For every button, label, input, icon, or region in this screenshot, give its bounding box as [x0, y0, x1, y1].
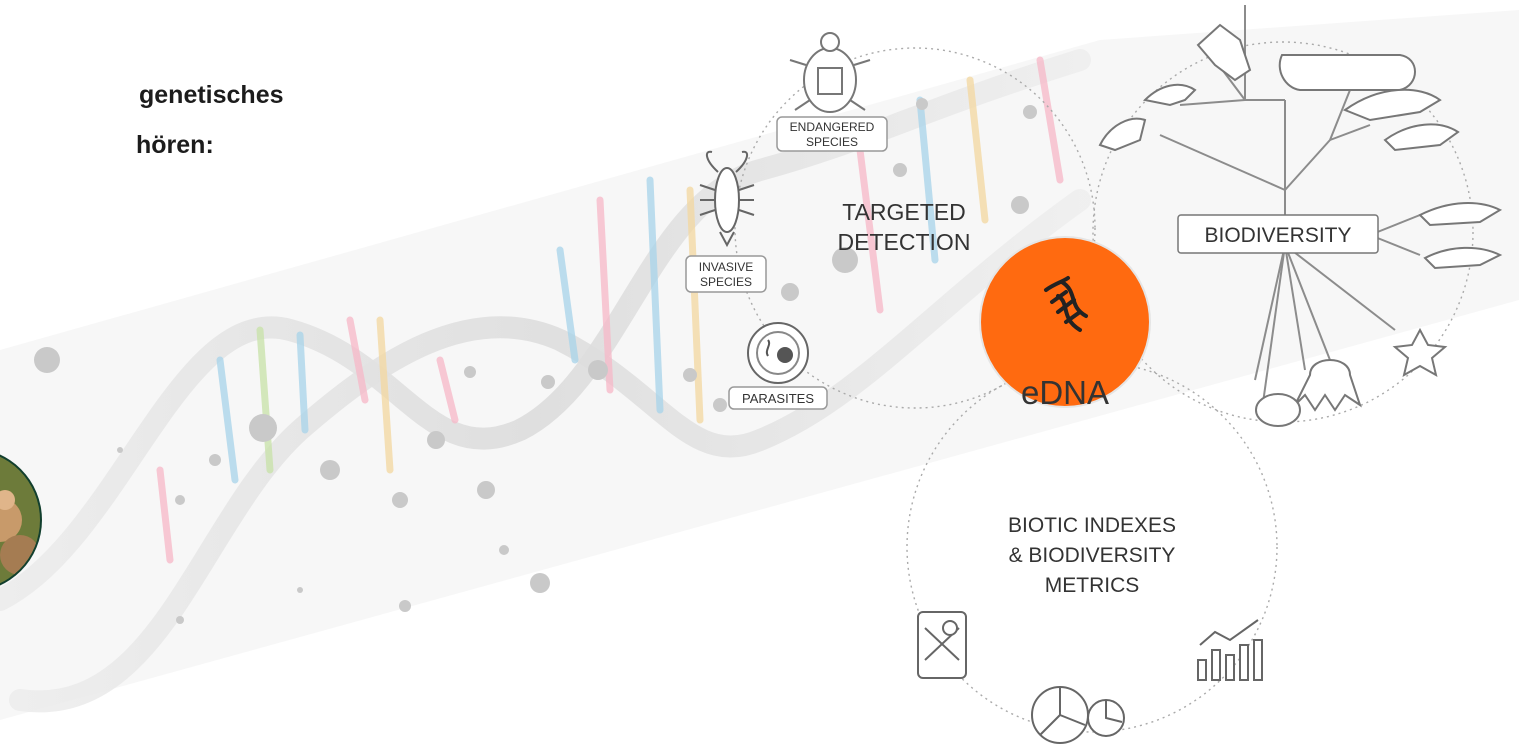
dna-helix-icon — [1044, 276, 1088, 332]
targeted-detection-cluster: TARGETED DETECTION ENDANGERED SPECIES — [685, 32, 971, 410]
photo-circle — [0, 450, 42, 590]
targeted-circle — [734, 47, 1096, 409]
lobster-icon — [699, 150, 755, 248]
invasive-badge: INVASIVE SPECIES — [685, 255, 767, 293]
endangered-badge: ENDANGERED SPECIES — [776, 116, 888, 152]
biotic-label-line-2: & BIODIVERSITY — [1009, 544, 1176, 567]
parasites-label: PARASITES — [742, 391, 814, 406]
endangered-line-1: ENDANGERED — [790, 120, 875, 134]
biodiversity-cluster: BIODIVERSITY — [1098, 23, 1503, 427]
bird-icon-2 — [1098, 117, 1147, 152]
crab-icon — [1255, 393, 1301, 427]
targeted-label-line-1: TARGETED — [842, 199, 966, 225]
pie-chart-icon — [1031, 686, 1125, 744]
biodiversity-label: BIODIVERSITY — [1204, 224, 1351, 247]
whale-icon — [1278, 54, 1416, 91]
biotic-indexes-cluster: BIOTIC INDEXES & BIODIVERSITY METRICS — [917, 514, 1263, 744]
starfish-icon — [1392, 327, 1448, 377]
bird-icon-1 — [1142, 83, 1197, 107]
biotic-label-line-3: METRICS — [1045, 574, 1140, 597]
turtle-icon — [789, 32, 871, 113]
parasites-badge: PARASITES — [728, 386, 828, 410]
edna-center: eDNA — [979, 236, 1151, 411]
parasite-icon — [747, 322, 809, 384]
dolphin-icon — [1342, 88, 1442, 122]
orca-icon — [1383, 123, 1460, 152]
biodiversity-badge: BIODIVERSITY — [1177, 214, 1379, 254]
invasive-line-2: SPECIES — [700, 275, 752, 289]
targeted-label-line-2: DETECTION — [838, 229, 971, 255]
eagle-icon — [1196, 23, 1252, 82]
map-tablet-icon — [917, 611, 967, 679]
biodiversity-circle — [1092, 41, 1474, 423]
intro-text-line-2: hören: — [136, 131, 214, 159]
shark-icon — [1418, 202, 1503, 227]
dna-strand-2 — [9, 189, 1091, 713]
fish-icon — [1423, 246, 1503, 270]
invasive-line-1: INVASIVE — [699, 260, 753, 274]
edna-label: eDNA — [1021, 374, 1109, 411]
endangered-line-2: SPECIES — [806, 135, 858, 149]
bar-chart-icon — [1197, 619, 1263, 681]
intro-text-line-1: genetisches — [139, 81, 284, 109]
octopus-icon — [1294, 359, 1362, 412]
biotic-label-line-1: BIOTIC INDEXES — [1008, 514, 1176, 537]
